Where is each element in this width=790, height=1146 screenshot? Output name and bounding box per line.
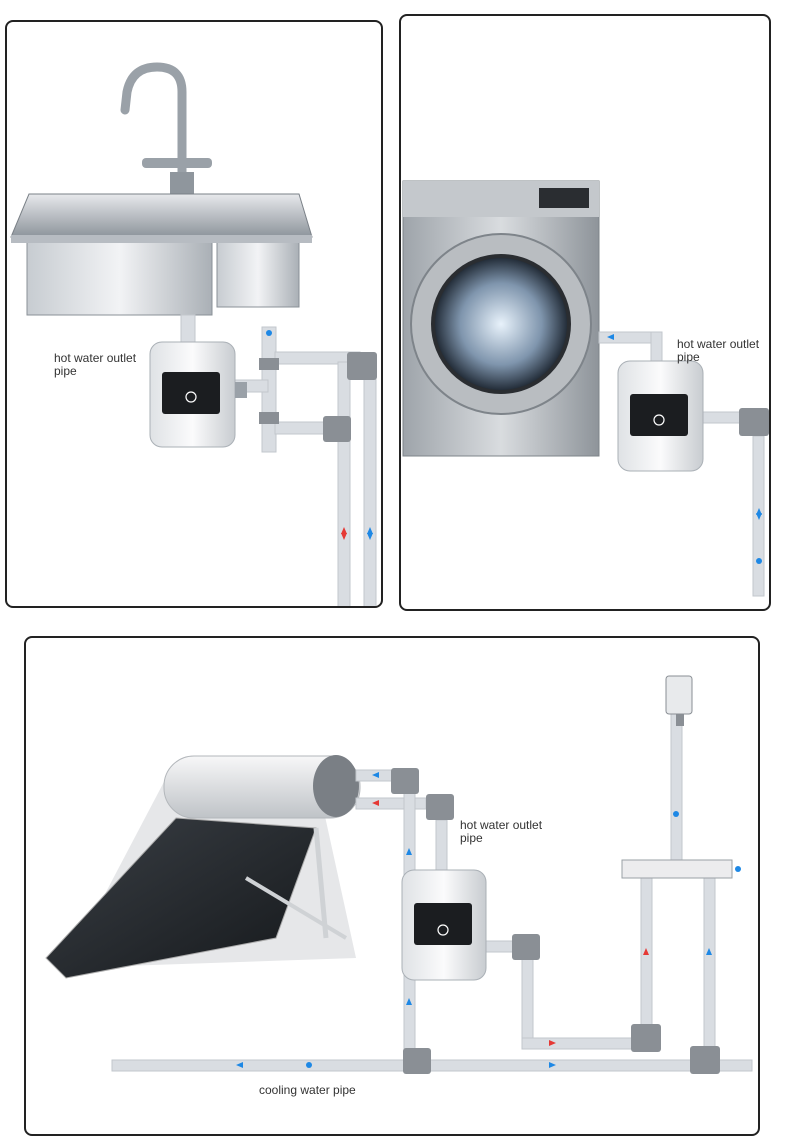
solar-water-heater-icon bbox=[45, 755, 361, 979]
solar-fittings bbox=[391, 768, 733, 1074]
sink-hot-water-label: hot water outlet pipe bbox=[54, 351, 137, 378]
sink-scene bbox=[10, 62, 377, 606]
sink-basin bbox=[10, 193, 313, 316]
pump-unit-icon bbox=[617, 360, 704, 472]
solar-hot-water-label: hot water outlet pipe bbox=[460, 818, 543, 845]
washer-hot-water-label: hot water outlet pipe bbox=[677, 337, 760, 364]
pump-unit-icon bbox=[401, 869, 487, 981]
washer-fittings bbox=[739, 408, 769, 436]
panel-sink: hot water outlet pipe bbox=[5, 20, 383, 608]
panel-solar: hot water outlet pipe cooling water pipe bbox=[24, 636, 760, 1136]
sink-flow-arrows bbox=[266, 330, 373, 540]
panel-washer: hot water outlet pipe bbox=[399, 14, 771, 611]
pump-unit-icon bbox=[149, 341, 247, 448]
solar-flow-arrows bbox=[236, 772, 741, 1068]
shower-head-icon bbox=[665, 675, 693, 726]
sink-faucet-icon bbox=[120, 62, 212, 194]
washer-flow-arrows bbox=[607, 334, 762, 564]
washer-scene bbox=[402, 180, 769, 597]
sink-fittings bbox=[259, 352, 377, 442]
washing-machine-icon bbox=[402, 180, 600, 457]
cooling-water-label: cooling water pipe bbox=[259, 1083, 356, 1097]
solar-scene bbox=[45, 675, 753, 1074]
